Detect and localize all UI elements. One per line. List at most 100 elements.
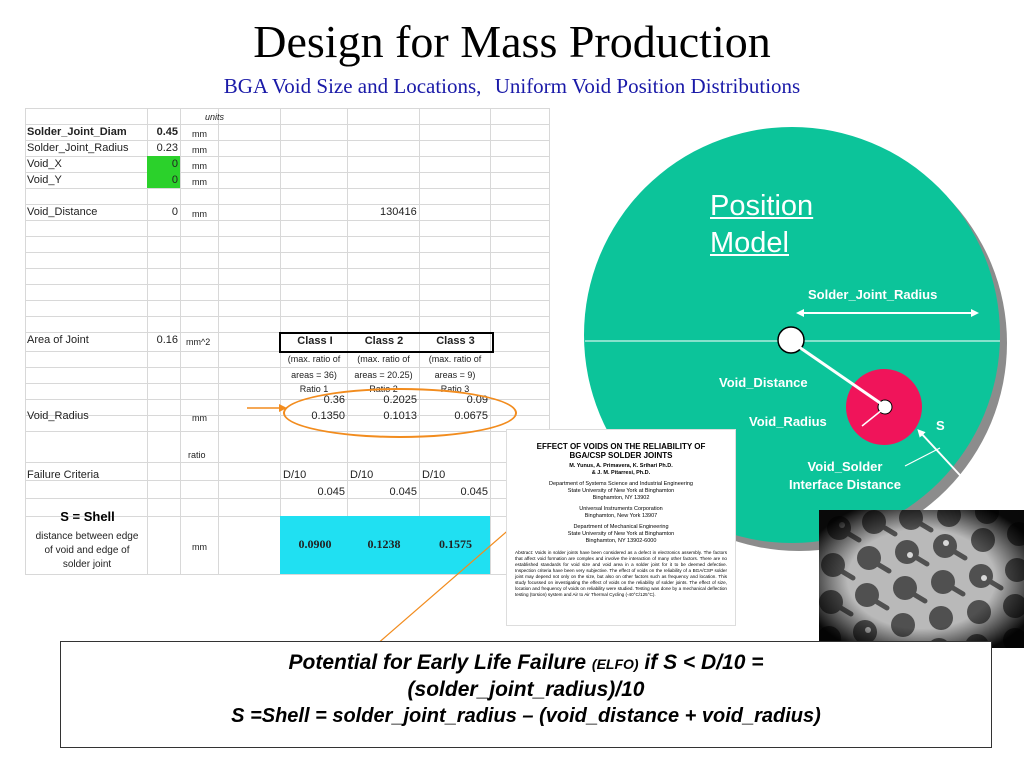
paper-title-line-2: BGA/CSP SOLDER JOINTS — [569, 451, 673, 460]
class-2-criteria: D/10 — [350, 469, 374, 481]
position-model-title: Position Model — [710, 188, 813, 262]
summary-line-2: (solder_joint_radius)/10 — [407, 678, 645, 701]
paper-aff-3: Binghamton, NY 13902 — [592, 495, 650, 501]
failure-criteria-label: Failure Criteria — [27, 469, 100, 481]
void-solder-distance-label: Void_Solder Interface Distance — [760, 458, 930, 494]
void-x-label: Void_X — [27, 158, 62, 170]
class-1-ratio-label: Ratio 1 — [299, 384, 329, 394]
paper-aff-7: State University of New York at Binghamt… — [567, 531, 675, 537]
subtitle-part-a: BGA Void Size and Locations, — [223, 74, 482, 98]
solder-joint-diam-value: 0.45 — [156, 126, 178, 138]
void-y-label: Void_Y — [27, 174, 62, 186]
distance-unit: mm — [192, 542, 207, 552]
summary-line-1-b: (ELFO) — [591, 656, 639, 672]
ratio-unit: ratio — [188, 450, 206, 460]
class-3-shell: 0.1575 — [439, 537, 472, 551]
class-3-desc-1: (max. ratio of — [428, 354, 482, 364]
position-model-title-line-1: Position — [710, 190, 814, 222]
units-header: units — [205, 112, 225, 122]
distance-description-line-3: solder joint — [62, 559, 112, 570]
paper-affiliations: Department of Systems Science and Indust… — [507, 481, 735, 545]
summary-line-1: Potential for Early Life Failure (ELFO) … — [61, 650, 991, 677]
class-header-box — [279, 332, 494, 353]
void-radius-label: Void_Radius — [749, 414, 827, 429]
paper-arrow — [375, 518, 522, 646]
void-y-value[interactable]: 0 — [171, 174, 178, 186]
class-3-name: Class 3 — [436, 335, 475, 347]
paper-aff-6: Department of Mechanical Engineering — [573, 524, 669, 530]
class-1-desc-1: (max. ratio of — [287, 354, 341, 364]
void-distance-extra: 130416 — [380, 206, 417, 218]
solder-joint-radius-label: Solder_Joint_Radius — [27, 142, 129, 154]
page-title: Design for Mass Production — [253, 16, 771, 67]
summary-line-1-a: Potential for Early Life Failure — [288, 651, 587, 674]
area-of-joint-value: 0.16 — [156, 334, 178, 346]
paper-authors: M. Yunus, A. Primavera, K. Srihari Ph.D.… — [507, 463, 735, 477]
spreadsheet: units Solder_Joint_Diam 0.45 mm Solder_J… — [25, 108, 550, 575]
paper-aff-8: Binghamton, NY 13902-6000 — [585, 538, 657, 544]
paper-authors-line-1: M. Yunus, A. Primavera, K. Srihari Ph.D. — [569, 463, 673, 469]
void-x-value[interactable]: 0 — [171, 158, 178, 170]
class-1-criteria-value: 0.045 — [317, 486, 345, 498]
void-distance-arrow — [798, 345, 888, 409]
class-3-criteria-value: 0.045 — [460, 486, 488, 498]
paper-abstract-image: EFFECT OF VOIDS ON THE RELIABILITY OF BG… — [507, 430, 735, 625]
subtitle-part-b: Uniform Void Position Distributions — [494, 74, 801, 98]
paper-aff-2: State University of New York at Binghamt… — [567, 488, 675, 494]
xray-photo — [819, 510, 1024, 648]
class-3-ratio-label: Ratio 3 — [440, 384, 470, 394]
position-model-title-line-2: Model — [710, 227, 789, 259]
class-1-name: Class I — [297, 335, 333, 347]
shell-arrow — [917, 429, 973, 489]
distance-description-line-1: distance between edge — [35, 531, 139, 542]
summary-line-1-c: if S < D/10 = — [644, 651, 764, 674]
class-2-desc-2: areas = 20.25) — [354, 370, 413, 380]
xray-photo-graphic — [819, 510, 1024, 648]
class-2-desc-1: (max. ratio of — [357, 354, 410, 364]
void-solder-line-2: Interface Distance — [789, 477, 901, 492]
paper-aff-4: Universal Instruments Corporation — [579, 506, 663, 512]
void-solder-line-1: Void_Solder — [807, 459, 883, 474]
void-radius-label: Void_Radius — [27, 410, 89, 422]
area-of-joint-unit: mm^2 — [186, 337, 211, 347]
distance-description-line-2: of void and edge of — [44, 545, 130, 556]
shell-s-label: S — [936, 418, 945, 433]
paper-title-line-1: EFFECT OF VOIDS ON THE RELIABILITY OF — [536, 442, 706, 451]
void-radius-unit: mm — [192, 413, 207, 423]
void-distance-label: Void_Distance — [27, 206, 98, 218]
class-2-name: Class 2 — [364, 335, 404, 347]
class-1-desc-2: areas = 36) — [291, 370, 337, 380]
solder-joint-radius-value: 0.23 — [156, 142, 178, 154]
class-3-criteria: D/10 — [422, 469, 446, 481]
void-distance-unit: mm — [192, 209, 207, 219]
class-2-shell: 0.1238 — [367, 537, 401, 551]
class-2-criteria-value: 0.045 — [389, 486, 417, 498]
paper-aff-1: Department of Systems Science and Indust… — [549, 481, 693, 487]
solder-joint-radius-unit: mm — [192, 145, 207, 155]
summary-line-3: S =Shell = solder_joint_radius – (void_d… — [231, 705, 821, 727]
solder-joint-diam-unit: mm — [192, 129, 207, 139]
void-x-unit: mm — [192, 161, 207, 171]
elfo-summary-box: Potential for Early Life Failure (ELFO) … — [60, 641, 992, 748]
shell-highlight — [280, 516, 490, 574]
paper-title: EFFECT OF VOIDS ON THE RELIABILITY OF BG… — [507, 442, 735, 460]
paper-abstract: Abstract: Voids in solder joints have be… — [515, 550, 727, 597]
solder-joint-radius-label: Solder_Joint_Radius — [808, 287, 938, 302]
area-of-joint-label: Area of Joint — [27, 334, 89, 346]
class-1-criteria: D/10 — [283, 469, 307, 481]
class-1-shell: 0.0900 — [298, 537, 332, 551]
void-solder-pointer — [904, 447, 941, 467]
void-distance-value: 0 — [171, 206, 178, 218]
page-subtitle: BGA Void Size and Locations, Uniform Voi… — [0, 74, 1024, 99]
solder-joint-diam-label: Solder_Joint_Diam — [27, 126, 127, 138]
void-distance-label: Void_Distance — [719, 375, 808, 390]
joint-center — [777, 326, 805, 354]
class-3-desc-2: areas = 9) — [434, 370, 476, 380]
paper-authors-line-2: & J. M. Pitarresi, Ph.D. — [591, 470, 651, 476]
void-y-unit: mm — [192, 177, 207, 187]
void-radius-arrow — [861, 409, 883, 427]
paper-aff-5: Binghamton, New York 13907 — [584, 513, 658, 519]
shell-label: S = Shell — [60, 509, 115, 524]
distance-description: distance between edge of void and edge o… — [27, 530, 147, 572]
